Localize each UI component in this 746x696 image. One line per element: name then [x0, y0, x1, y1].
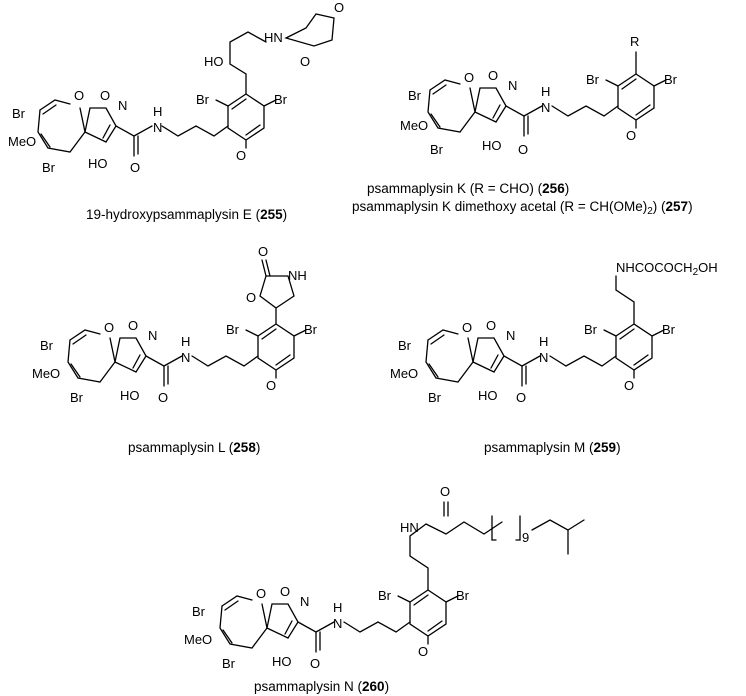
methoxy-label: MeO — [32, 366, 60, 381]
amide-n-label: N — [181, 350, 190, 365]
bromo-label: Br — [196, 92, 210, 107]
methoxy-label: MeO — [400, 118, 428, 133]
bromo-label: Br — [456, 588, 470, 603]
bromo-label: Br — [192, 604, 206, 619]
bromo-label: Br — [274, 92, 288, 107]
methoxy-label: MeO — [8, 134, 36, 149]
amide-o-label: O — [516, 390, 526, 405]
caption-256: psammaplysin K (R = CHO) (256) — [367, 181, 569, 196]
ether-o-label: O — [418, 644, 428, 659]
hydroxyl-label: HO — [120, 388, 140, 403]
amide-n-label: N — [153, 120, 162, 135]
oxygen-ring-label: O — [104, 320, 114, 335]
bromo-label: Br — [662, 322, 676, 337]
bromo-label: Br — [428, 390, 442, 405]
amide-o-label: O — [518, 142, 528, 157]
compound-258: Br MeO Br O O N HO O H N O Br Br O NH O — [32, 244, 318, 405]
amide-h-label: H — [541, 84, 550, 99]
oxazolidinone-oxo-label: O — [258, 244, 268, 259]
cyclopentenone-o-bottom: O — [300, 54, 310, 69]
bromo-label: Br — [42, 160, 56, 175]
amide-n-label: N — [333, 616, 342, 631]
oxygen-ring-label: O — [256, 586, 266, 601]
r-group-label: R — [630, 34, 639, 49]
compound-260: Br MeO Br O O N HO O H N O Br Br HN O 9 — [184, 484, 585, 671]
amide-o-label: O — [158, 390, 168, 405]
compound-255: Br MeO Br O O N HO O H N O Br Br HO HN O… — [8, 0, 344, 175]
amide-o-label: O — [130, 160, 140, 175]
hydroxyl-label: HO — [478, 388, 498, 403]
hydroxyl-label: HO — [88, 156, 108, 171]
caption-260: psammaplysin N (260) — [254, 679, 389, 694]
bromo-label: Br — [408, 88, 422, 103]
isoxazoline-o-label: O — [280, 584, 290, 599]
compound-256-257: Br MeO Br O O N HO O H N O Br Br R — [400, 34, 678, 157]
bromo-label: Br — [430, 142, 444, 157]
amide-h-label: H — [333, 600, 342, 615]
bromo-label: Br — [40, 338, 54, 353]
oxazolidinone-o-label: O — [246, 290, 256, 305]
isoxazoline-n-label: N — [118, 98, 127, 113]
oxazolidinone-nh-label: NH — [288, 268, 307, 283]
bromo-label: Br — [12, 106, 26, 121]
oxygen-ring-label: O — [462, 320, 472, 335]
chain-oxo-label: O — [440, 484, 450, 499]
isoxazoline-o-label: O — [488, 68, 498, 83]
isoxazoline-n-label: N — [506, 328, 515, 343]
bromo-label: Br — [398, 338, 412, 353]
bromo-label: Br — [304, 322, 318, 337]
hydroxyl-label: HO — [482, 138, 502, 153]
bromo-label: Br — [222, 656, 236, 671]
isoxazoline-o-label: O — [128, 318, 138, 333]
methoxy-label: MeO — [184, 632, 212, 647]
bromo-label: Br — [378, 588, 392, 603]
cyclopentenone-o-top: O — [334, 0, 344, 15]
isoxazoline-o-label: O — [486, 318, 496, 333]
hydroxyl-label: HO — [272, 654, 292, 669]
ether-o-label: O — [624, 378, 634, 393]
amide-o-label: O — [310, 656, 320, 671]
bromo-label: Br — [226, 322, 240, 337]
oxygen-ring-label: O — [74, 88, 84, 103]
amide-n-label: N — [539, 350, 548, 365]
isoxazoline-o-label: O — [100, 88, 110, 103]
bromo-label: Br — [664, 72, 678, 87]
ether-o-label: O — [626, 128, 636, 143]
caption-258: psammaplysin L (258) — [128, 440, 260, 455]
amide-h-label: H — [153, 104, 162, 119]
bromo-label: Br — [584, 322, 598, 337]
caption-259: psammaplysin M (259) — [484, 440, 621, 455]
oxygen-ring-label: O — [464, 70, 474, 85]
side-amine-label: HN — [264, 30, 283, 45]
methoxy-label: MeO — [390, 366, 418, 381]
repeat-count-label: 9 — [522, 530, 529, 545]
bromo-label: Br — [70, 390, 84, 405]
isoxazoline-n-label: N — [300, 594, 309, 609]
chain-amide-nh-label: HN — [400, 520, 419, 535]
ether-o-label: O — [266, 378, 276, 393]
caption-257: psammaplysin K dimethoxy acetal (R = CH(… — [352, 199, 693, 217]
isoxazoline-n-label: N — [508, 78, 517, 93]
compound-259: Br MeO Br O O N HO O H N O Br Br NHCOCOC… — [390, 260, 718, 405]
ether-o-label: O — [236, 148, 246, 163]
isoxazoline-n-label: N — [148, 328, 157, 343]
amide-n-label: N — [541, 100, 550, 115]
amide-h-label: H — [181, 334, 190, 349]
bromo-label: Br — [586, 72, 600, 87]
side-hydroxy-label: HO — [204, 54, 224, 69]
amide-h-label: H — [539, 334, 548, 349]
side-chain-label: NHCOCOCH2OH — [616, 260, 718, 278]
caption-255: 19-hydroxypsammaplysin E (255) — [86, 207, 287, 222]
